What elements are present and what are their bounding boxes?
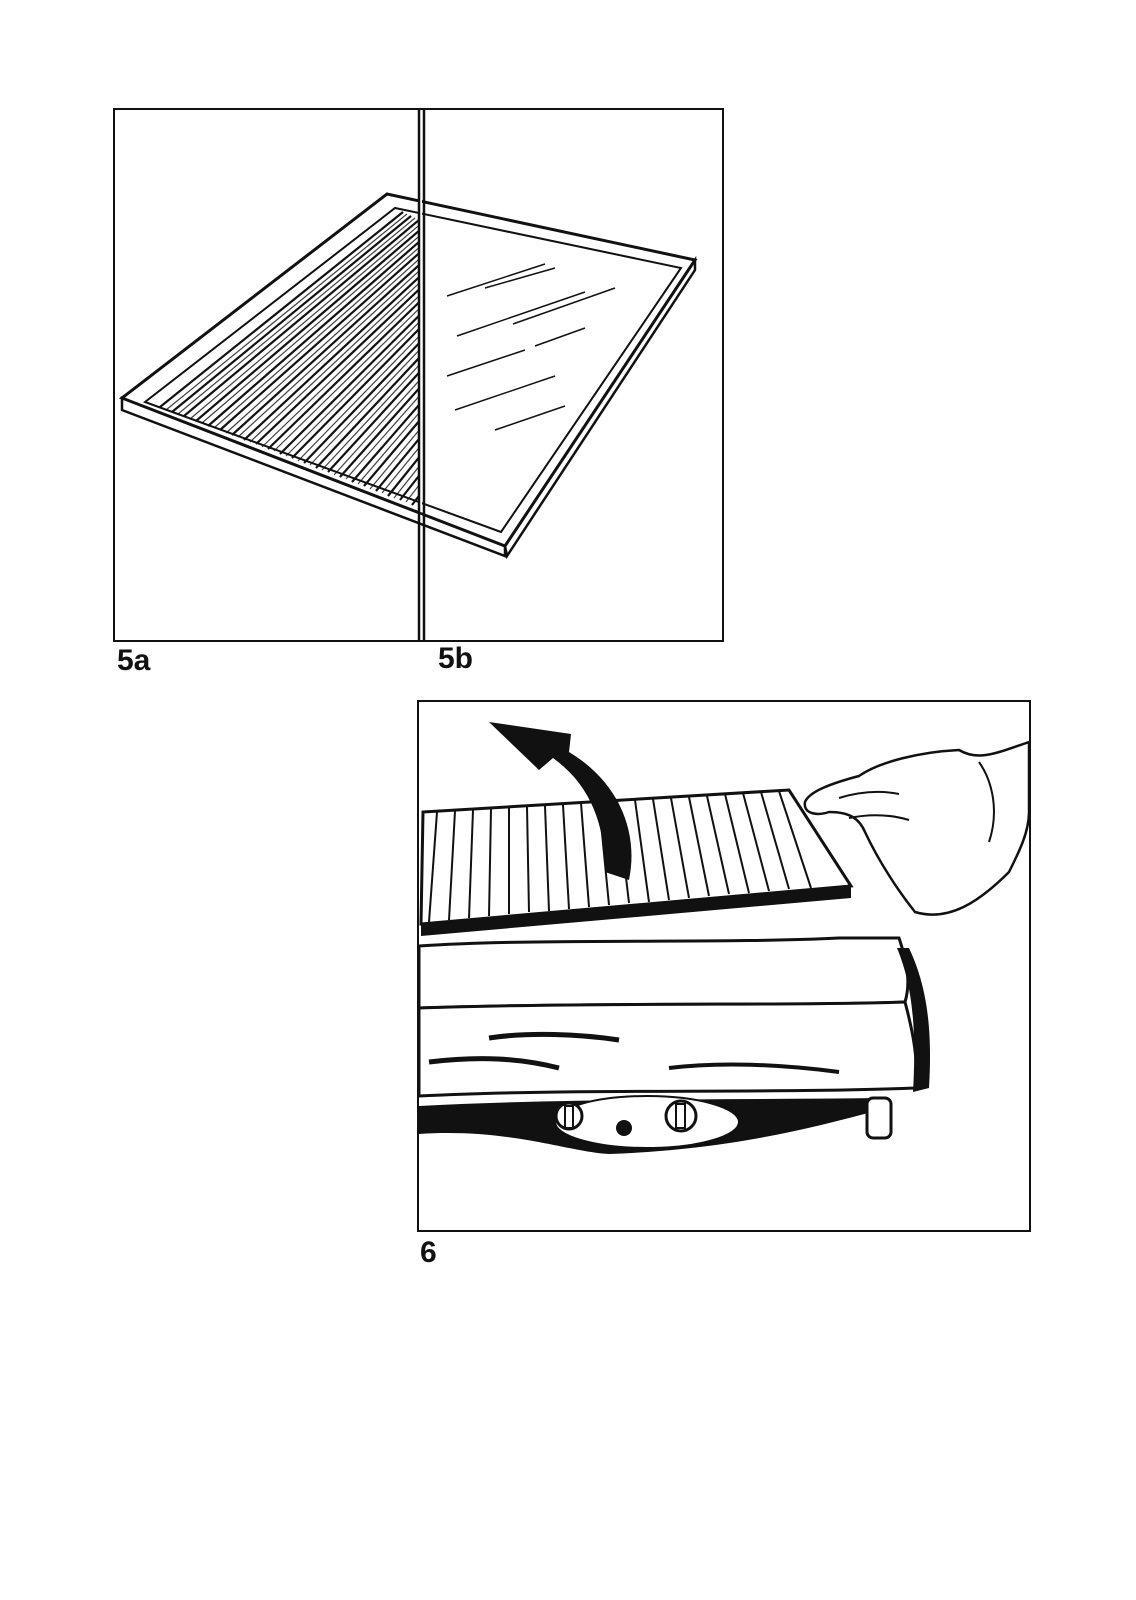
figure-label-5b: 5b xyxy=(438,644,473,674)
indicator-light xyxy=(616,1120,632,1136)
control-panel xyxy=(555,1096,739,1148)
appliance-lower-body xyxy=(419,1002,916,1096)
grill-removal-illustration xyxy=(419,702,1029,1230)
figure-label-5a: 5a xyxy=(117,646,150,676)
control-knob-right-icon xyxy=(666,1101,696,1131)
grill-plate-illustration xyxy=(115,110,722,640)
figure-6-frame xyxy=(417,700,1031,1232)
appliance-foot xyxy=(867,1098,891,1138)
figure-5-frame xyxy=(113,108,724,642)
figure-label-6: 6 xyxy=(420,1238,437,1268)
control-knob-left-icon xyxy=(556,1103,582,1129)
appliance-upper-body xyxy=(419,938,908,1008)
